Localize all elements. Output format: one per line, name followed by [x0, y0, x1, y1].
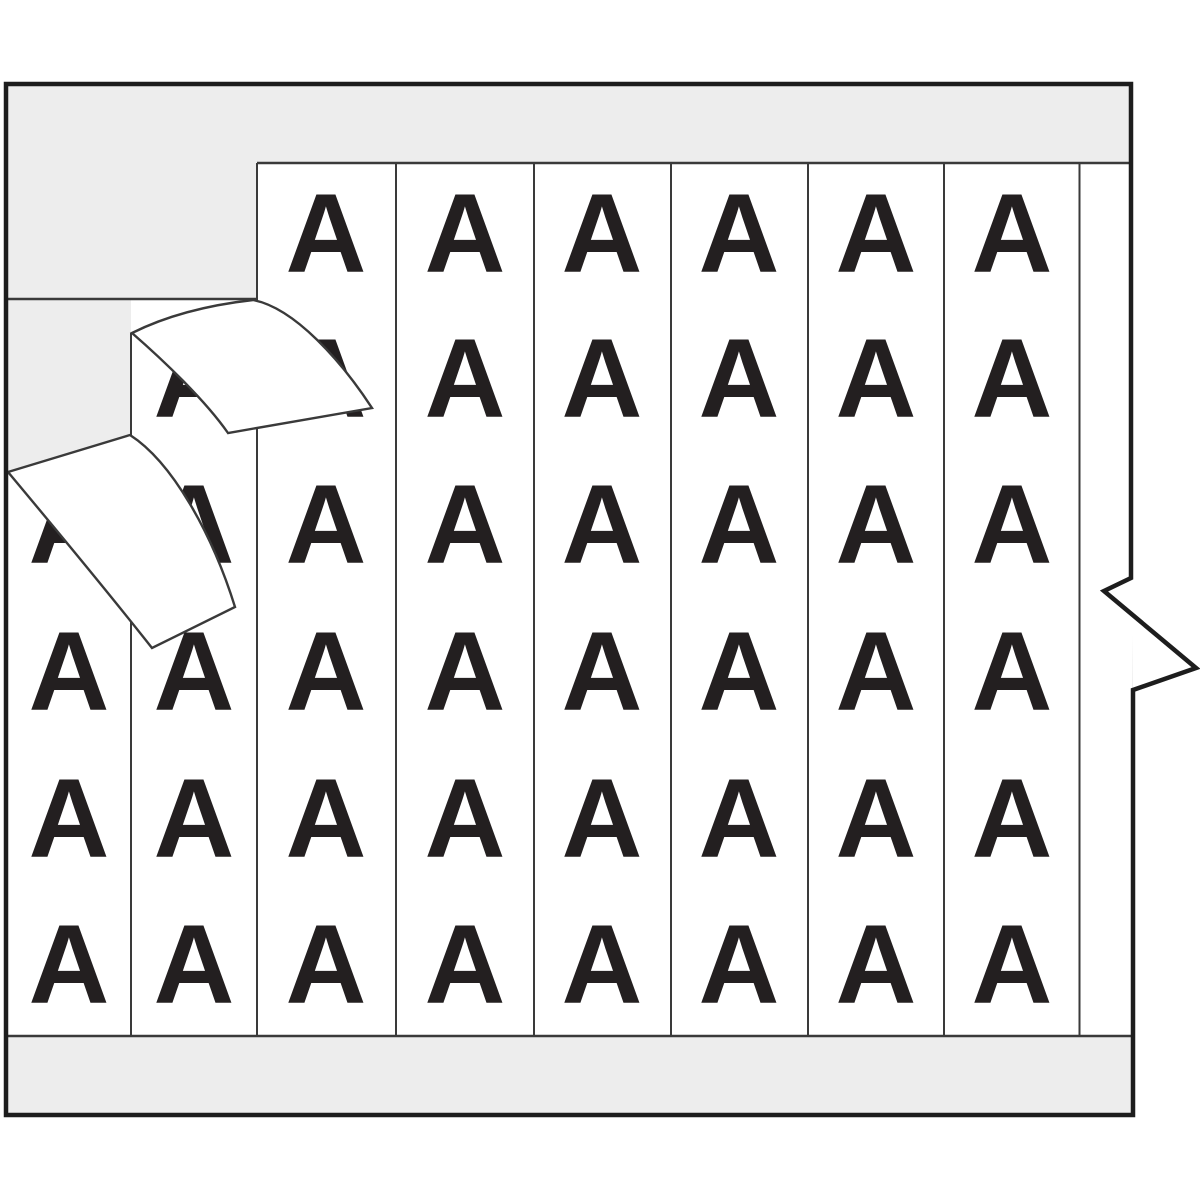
label-letter: A: [425, 462, 506, 587]
label-letter: A: [286, 756, 367, 881]
label-letter: A: [972, 462, 1053, 587]
label-letter: A: [836, 171, 917, 296]
label-letter: A: [29, 902, 110, 1027]
label-letter: A: [425, 171, 506, 296]
label-letter: A: [836, 902, 917, 1027]
label-letter: A: [836, 462, 917, 587]
label-letter: A: [836, 756, 917, 881]
label-letter: A: [972, 902, 1053, 1027]
label-letter: A: [562, 462, 643, 587]
label-letter: A: [699, 902, 780, 1027]
label-strips-right: [257, 163, 1080, 1036]
peeling-label-lower: [5, 433, 237, 650]
peeling-label-upper: [129, 298, 375, 435]
label-letter: A: [972, 316, 1053, 441]
label-letter: A: [29, 756, 110, 881]
card-outline: [3, 81, 1200, 1118]
label-letter: A: [562, 609, 643, 734]
label-letter: A: [562, 902, 643, 1027]
label-letter: A: [562, 756, 643, 881]
label-letter: A: [836, 609, 917, 734]
label-letter: A: [562, 171, 643, 296]
label-letter: A: [699, 171, 780, 296]
label-letter: A: [425, 756, 506, 881]
notch-tab: [1104, 578, 1196, 690]
label-letter: A: [699, 316, 780, 441]
label-letter: A: [972, 609, 1053, 734]
label-letter: A: [699, 756, 780, 881]
label-letter: A: [425, 609, 506, 734]
label-letter: A: [425, 316, 506, 441]
label-letter: A: [286, 902, 367, 1027]
label-strip-col1: [8, 435, 130, 1036]
label-letter: A: [836, 316, 917, 441]
label-letter: A: [699, 609, 780, 734]
label-letter: A: [699, 462, 780, 587]
label-letter: A: [286, 462, 367, 587]
label-letter: A: [972, 756, 1053, 881]
label-letter: A: [562, 316, 643, 441]
label-letter: A: [286, 609, 367, 734]
label-letter: A: [154, 902, 235, 1027]
die-cut-lines: [6, 161, 1131, 1038]
label-letter: A: [29, 609, 110, 734]
label-letter: A: [154, 756, 235, 881]
label-letter: A: [972, 171, 1053, 296]
label-letter: A: [286, 171, 367, 296]
label-letter: A: [425, 902, 506, 1027]
